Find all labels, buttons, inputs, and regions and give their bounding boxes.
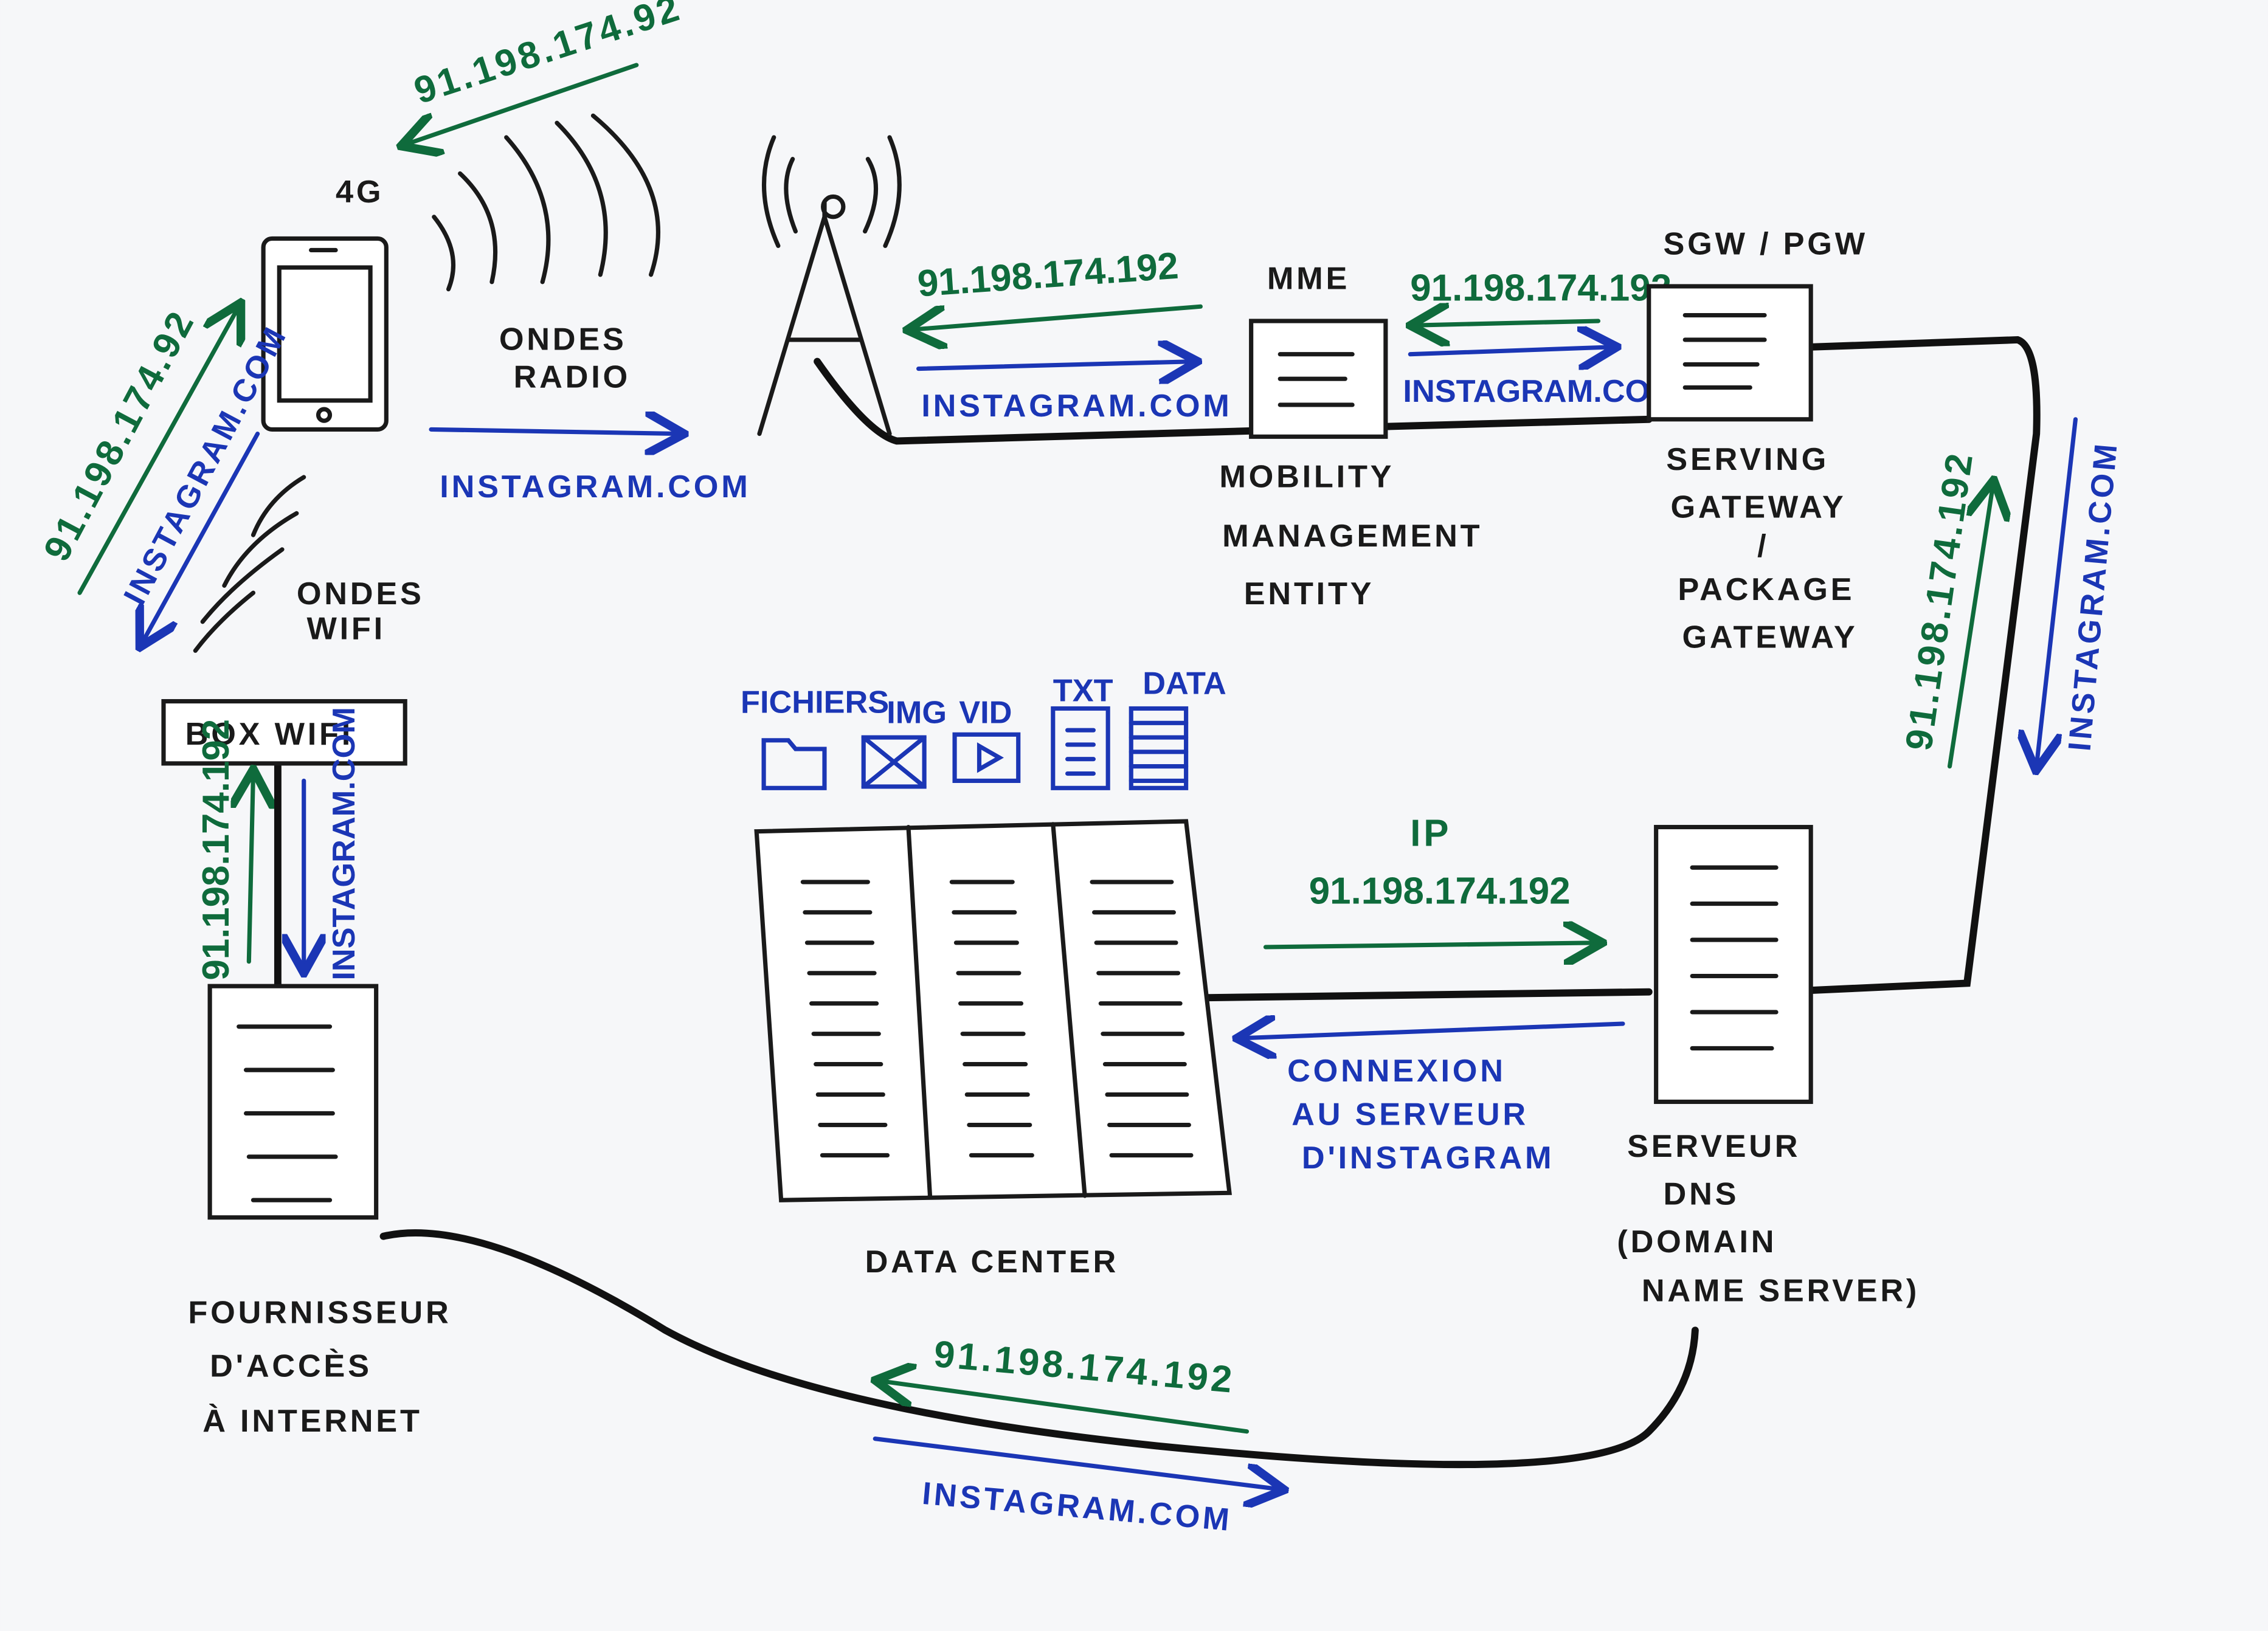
arrow-box-ip <box>249 774 253 964</box>
mme-server-icon <box>1249 319 1388 439</box>
datacenter-title: DATA CENTER <box>865 1244 1119 1280</box>
wifi-label-2: WIFI <box>306 611 385 646</box>
wire-isp-dns <box>379 1229 1699 1469</box>
wire-tower-mme <box>814 357 1255 445</box>
dns-label-2: DNS <box>1664 1176 1740 1212</box>
connection-label-2: AU SERVEUR <box>1291 1097 1529 1133</box>
isp-label-2: D'ACCÈS <box>210 1348 372 1384</box>
arrow-domain-left <box>142 431 260 644</box>
arrow-tower-ip <box>911 304 1203 329</box>
box-ip: 91.198.174.192 <box>195 719 237 981</box>
wifi-label: ONDES <box>297 576 424 612</box>
file-type-img: IMG <box>887 695 947 730</box>
file-type-fichiers: FICHIERS <box>741 685 889 720</box>
arrow-radio-domain <box>429 429 680 433</box>
mme-name-1: MOBILITY <box>1219 460 1394 495</box>
wire-sgw-dns <box>1804 336 2041 995</box>
wire-mme-sgw <box>1381 415 1653 430</box>
dns-label-3: (DOMAIN <box>1617 1224 1777 1260</box>
sgw-name-1: SERVING <box>1666 442 1829 477</box>
network-4g-label: 4G <box>336 174 384 210</box>
arrow-ip-to-phone <box>405 63 639 145</box>
radio-label: ONDES <box>499 322 627 357</box>
wire-dc-dns <box>1204 988 1653 1002</box>
sgw-label: SGW / PGW <box>1664 227 1868 262</box>
box-wifi <box>161 699 407 766</box>
arrow-mme-ip <box>1414 321 1601 325</box>
file-type-data: DATA <box>1143 666 1226 702</box>
sgw-name-2: GATEWAY <box>1670 490 1846 525</box>
ip-label: IP <box>1410 812 1451 854</box>
folder-icon <box>761 738 827 790</box>
sgw-name-3: / <box>1757 529 1769 564</box>
arrow-mme-domain <box>1408 347 1613 354</box>
arrow-right-ip <box>1947 484 1993 769</box>
tower-domain: INSTAGRAM.COM <box>921 388 1232 424</box>
image-icon <box>861 735 927 789</box>
file-type-txt: TXT <box>1053 674 1113 709</box>
arrow-dc-to-dns <box>1263 943 1598 947</box>
radio-waves-icon <box>432 113 660 292</box>
mme-name-3: ENTITY <box>1244 576 1375 612</box>
radio-label-2: RADIO <box>514 359 631 395</box>
mme-sgw-ip: 91.198.174.192 <box>1410 267 1672 309</box>
mme-sgw-domain: INSTAGRAM.COM <box>1403 374 1676 409</box>
arrow-bottom-domain <box>873 1436 1280 1489</box>
radio-domain: INSTAGRAM.COM <box>440 469 750 505</box>
file-type-vid: VID <box>959 695 1012 730</box>
box-domain: INSTAGRAM.COM <box>327 707 362 980</box>
arrow-tower-domain <box>916 362 1194 369</box>
datacenter-racks <box>754 819 1232 1202</box>
text-doc-icon <box>1051 706 1110 790</box>
sgw-name-5: GATEWAY <box>1682 620 1858 655</box>
data-doc-icon <box>1129 706 1189 790</box>
arrow-right-domain <box>2036 417 2078 767</box>
sgw-name-4: PACKAGE <box>1678 572 1855 607</box>
box-wifi-label: BOX WIFI <box>185 717 353 752</box>
arrow-ip-left <box>77 306 239 595</box>
file-type-icons: FICHIERS IMG VID TXT DATA <box>741 666 1226 790</box>
mme-name-2: MANAGEMENT <box>1222 519 1482 554</box>
smartphone-icon <box>261 236 389 432</box>
isp-label-3: À INTERNET <box>202 1404 422 1439</box>
connection-label-1: CONNEXION <box>1287 1053 1506 1089</box>
dns-label-4: NAME SERVER) <box>1642 1274 1920 1309</box>
dc-dns-ip: 91.198.174.192 <box>1309 871 1571 912</box>
mme-label: MME <box>1267 261 1350 297</box>
dns-server-icon <box>1654 824 1813 1105</box>
wifi-waves-icon <box>193 475 306 653</box>
connection-label-3: D'INSTAGRAM <box>1302 1140 1554 1176</box>
isp-label-1: FOURNISSEUR <box>188 1295 451 1330</box>
cell-tower-icon <box>757 135 902 436</box>
arrow-dns-to-dc <box>1241 1024 1625 1038</box>
isp-server-icon <box>207 984 379 1220</box>
sgw-server-icon <box>1647 284 1813 422</box>
dns-label-1: SERVEUR <box>1627 1129 1800 1164</box>
arrow-bottom-ip <box>879 1381 1250 1434</box>
video-icon <box>952 732 1021 783</box>
